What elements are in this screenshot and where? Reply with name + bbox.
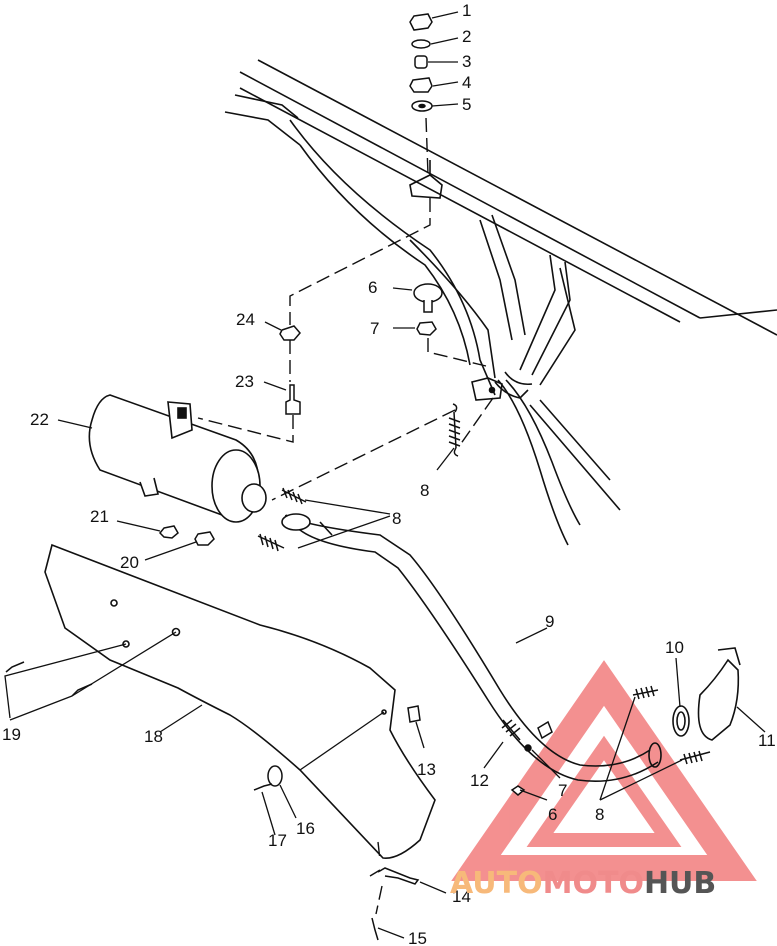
callout-8b: 8: [392, 509, 401, 528]
callout-3: 3: [462, 52, 471, 71]
callout-13: 13: [417, 760, 436, 779]
watermark-logo: [451, 660, 757, 881]
watermark-triangle-inner: [526, 735, 682, 847]
clip-13: [407, 705, 421, 723]
callout-7a: 7: [370, 319, 379, 338]
nut-1: [409, 13, 433, 31]
bolt-21: [158, 525, 179, 539]
watermark-text: AUTOMOTOHUB: [450, 866, 716, 901]
callout-4: 4: [462, 73, 471, 92]
header-pipe: [281, 513, 662, 782]
callout-12: 12: [470, 771, 489, 790]
washer-2: [411, 39, 431, 49]
spacer-3: [414, 55, 428, 69]
nut-4: [409, 77, 433, 93]
callout-23: 23: [235, 372, 254, 391]
callout-5: 5: [462, 95, 471, 114]
cap-6: [413, 283, 443, 303]
callout-16: 16: [296, 819, 315, 838]
callout-14: 14: [452, 887, 471, 906]
callout-15: 15: [408, 929, 427, 946]
assembly-lines: [197, 117, 494, 915]
muffler: [88, 394, 267, 523]
callout-21: 21: [90, 507, 109, 526]
callout-2: 2: [462, 27, 471, 46]
callout-8c: 8: [595, 805, 604, 824]
screw-17: [253, 783, 273, 791]
bolt-23: [285, 384, 301, 415]
bracket-14: [377, 867, 420, 885]
callout-6a: 6: [368, 278, 377, 297]
small-hardware: [5, 283, 553, 941]
nut-24: [279, 325, 301, 341]
callout-1: 1: [462, 1, 471, 20]
watermark-triangle: [451, 660, 757, 881]
heat-shield: [44, 543, 436, 859]
frame-bracket: [471, 377, 503, 401]
callout-24: 24: [236, 310, 255, 329]
nut-20: [194, 531, 215, 546]
vehicle-frame: [224, 59, 777, 546]
bolt-15: [371, 917, 379, 941]
svg-text:AUTOMOTOHUB: AUTOMOTOHUB: [450, 866, 716, 901]
callout-20: 20: [120, 553, 139, 572]
callout-8a: 8: [420, 481, 429, 500]
callout-7b: 7: [558, 781, 567, 800]
callout-11: 11: [758, 731, 776, 750]
callout-18: 18: [144, 727, 163, 746]
callout-9: 9: [545, 612, 554, 631]
washer-12: [510, 785, 526, 796]
callout-19: 19: [2, 725, 21, 744]
callout-10: 10: [665, 638, 684, 657]
exhaust-flange: [672, 647, 741, 741]
callout-17: 17: [268, 831, 287, 850]
washer-16: [267, 765, 283, 787]
nut-7: [416, 321, 437, 336]
watermark-moto: MOTO: [543, 866, 644, 901]
watermark-auto: AUTO: [450, 866, 543, 901]
callout-22: 22: [30, 410, 49, 429]
screw-19a: [5, 661, 25, 673]
hardware-stack: [409, 13, 433, 112]
leader-lines: [4, 11, 766, 939]
callout-6b: 6: [548, 805, 557, 824]
watermark-hub: HUB: [644, 866, 716, 901]
